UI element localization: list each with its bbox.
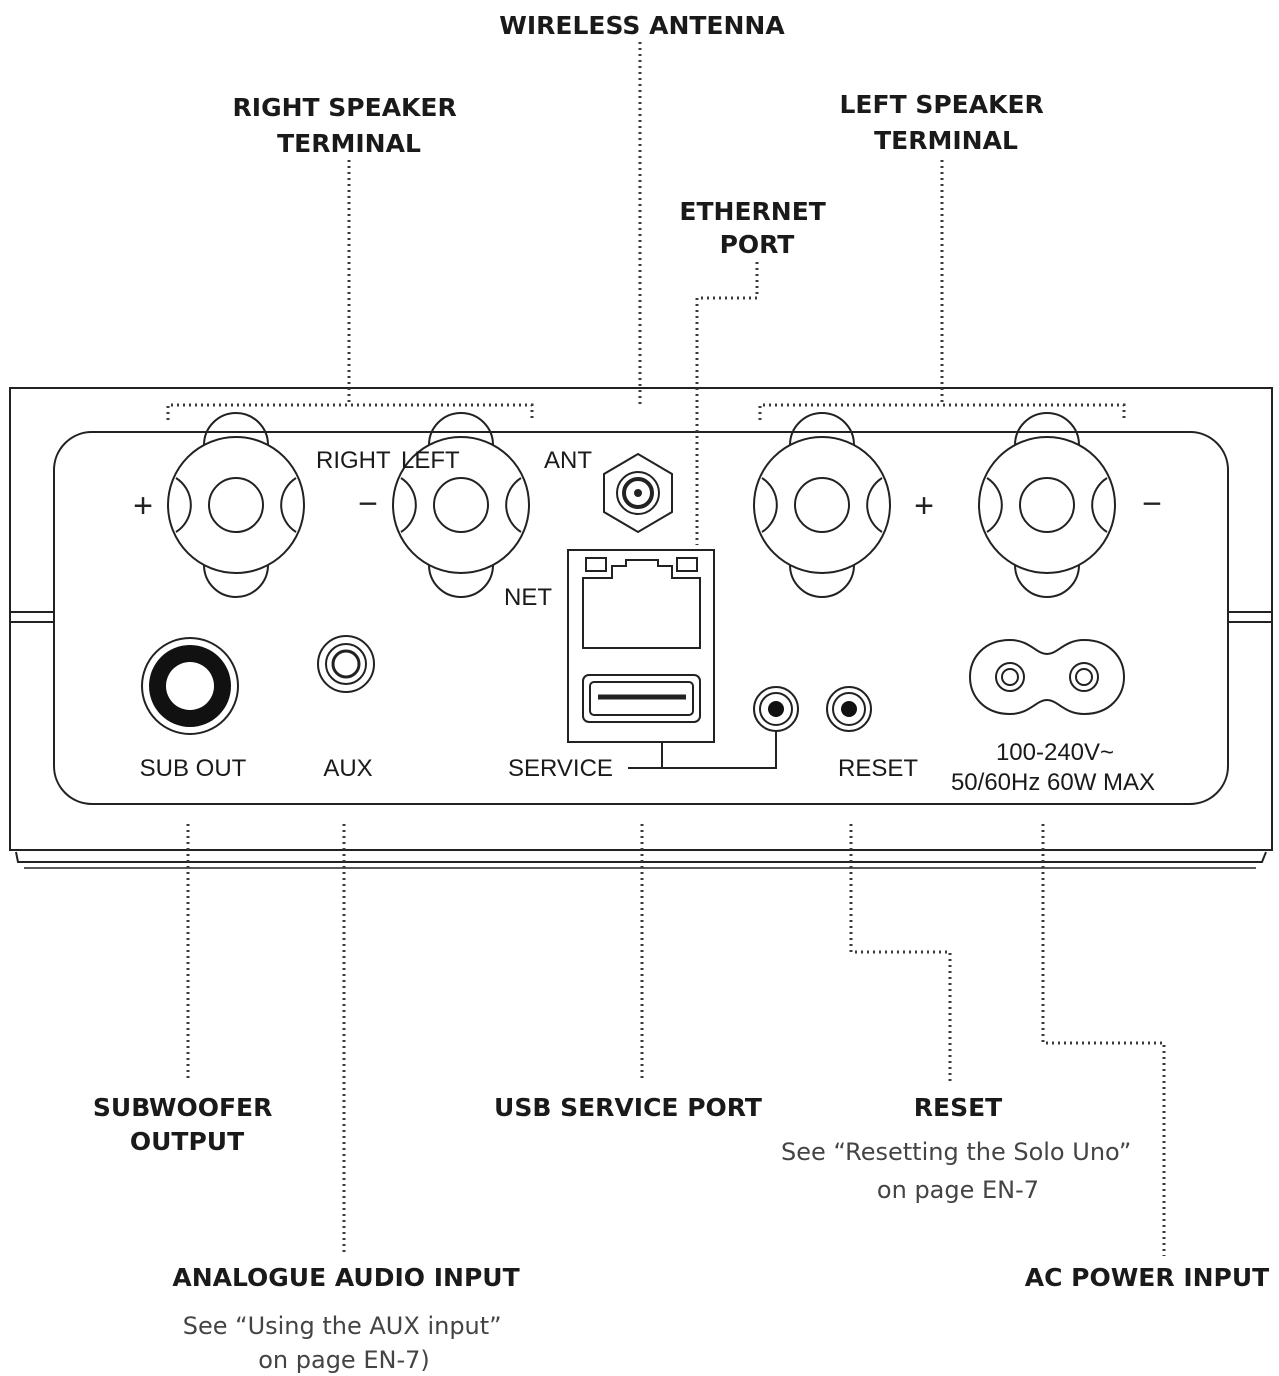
ac-power-inlet-icon (968, 638, 1126, 716)
callout-wireless-antenna: WIRELESS ANTENNA (499, 11, 785, 40)
note-reset: See “Resetting the Solo Uno” on page EN-… (781, 1138, 1139, 1204)
antenna-connector-icon (603, 452, 673, 534)
right-plus-sign: + (133, 487, 153, 525)
service-bracket-line (628, 731, 777, 769)
right-speaker-positive-terminal (167, 412, 305, 598)
callout-reset: RESET (914, 1093, 1002, 1122)
panel-label-aux: AUX (323, 755, 372, 782)
service-pinhole-icon (753, 686, 799, 732)
callout-left-speaker-terminal: LEFT SPEAKER TERMINAL (839, 90, 1052, 155)
panel-label-power-voltage: 100-240V~ (996, 739, 1114, 766)
panel-label-net: NET (504, 584, 552, 611)
ethernet-usb-housing (567, 549, 715, 743)
panel-label-sub-out: SUB OUT (140, 755, 247, 782)
left-plus-sign: + (914, 487, 934, 525)
callout-analogue-audio-input: ANALOGUE AUDIO INPUT (172, 1263, 519, 1292)
usb-port-icon (582, 674, 701, 723)
reset-pinhole-icon (826, 686, 872, 732)
callout-usb-service-port: USB SERVICE PORT (494, 1093, 762, 1122)
panel-label-reset: RESET (838, 755, 918, 782)
aux-jack-icon (317, 635, 375, 693)
panel-label-left: LEFT (401, 447, 460, 474)
callout-right-speaker-terminal: RIGHT SPEAKER TERMINAL (233, 93, 466, 158)
panel-label-right: RIGHT (316, 447, 391, 474)
panel-label-service: SERVICE (508, 755, 613, 782)
callout-subwoofer-output: SUBWOOFER OUTPUT (93, 1093, 281, 1156)
callout-ac-power-input: AC POWER INPUT (1025, 1263, 1269, 1292)
ethernet-port-icon (582, 557, 701, 649)
left-minus-sign: − (1142, 485, 1162, 523)
callout-ethernet-port: ETHERNET PORT (679, 197, 834, 259)
note-aux: See “Using the AUX input” on page EN-7) (183, 1312, 510, 1374)
left-speaker-positive-terminal (753, 412, 891, 598)
connector-panel (53, 431, 1229, 805)
leader-lines (166, 42, 1166, 1256)
panel-label-power-rating: 50/60Hz 60W MAX (951, 769, 1155, 796)
panel-label-ant: ANT (544, 447, 592, 474)
left-speaker-negative-terminal (978, 412, 1116, 598)
sub-out-jack-icon (141, 637, 239, 735)
right-minus-sign: − (358, 485, 378, 523)
right-speaker-negative-terminal (392, 412, 530, 598)
